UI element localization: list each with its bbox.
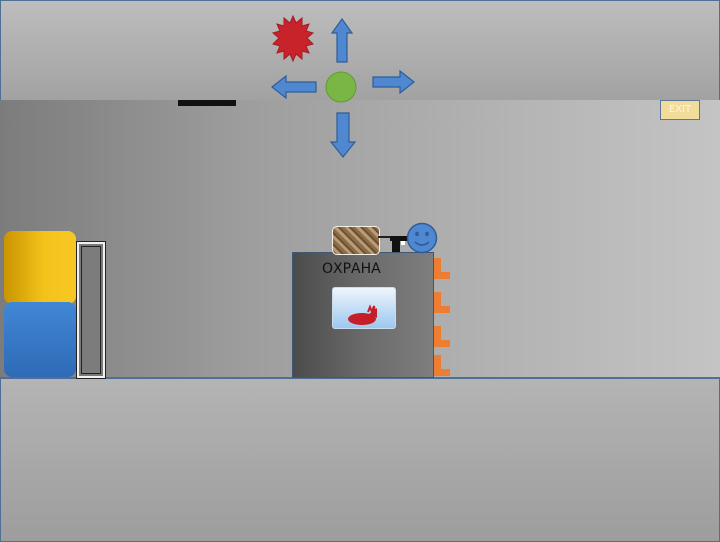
booth-label: ОХРАНА bbox=[322, 261, 381, 277]
control-pad bbox=[271, 15, 415, 158]
green-ball-icon[interactable] bbox=[325, 71, 357, 103]
arrow-down-icon[interactable] bbox=[329, 112, 357, 158]
bread-loaf[interactable] bbox=[332, 226, 380, 255]
booth-window bbox=[332, 287, 396, 329]
exit-sign: EXIT bbox=[660, 100, 700, 120]
door-panel bbox=[81, 246, 101, 374]
arrow-right-icon[interactable] bbox=[372, 69, 415, 95]
exit-sign-label: EXIT bbox=[668, 104, 692, 115]
red-star-icon[interactable] bbox=[271, 15, 315, 63]
floor bbox=[0, 377, 720, 542]
red-creature-icon bbox=[348, 304, 377, 325]
ceiling bbox=[0, 0, 720, 102]
door[interactable] bbox=[76, 241, 106, 379]
orange-boot-icon bbox=[434, 326, 450, 347]
guard-smiley-icon[interactable] bbox=[406, 222, 438, 254]
orange-boot-icon bbox=[434, 258, 450, 279]
yellow-locker[interactable] bbox=[4, 231, 76, 304]
blue-locker[interactable] bbox=[4, 302, 76, 377]
stick bbox=[378, 236, 392, 238]
arrow-left-icon[interactable] bbox=[271, 74, 317, 100]
arrow-up-icon[interactable] bbox=[330, 17, 354, 63]
orange-boot-icon bbox=[434, 292, 450, 313]
orange-boot-icon bbox=[434, 355, 450, 376]
gun-icon bbox=[390, 236, 412, 252]
ceiling-lamp bbox=[178, 100, 236, 106]
